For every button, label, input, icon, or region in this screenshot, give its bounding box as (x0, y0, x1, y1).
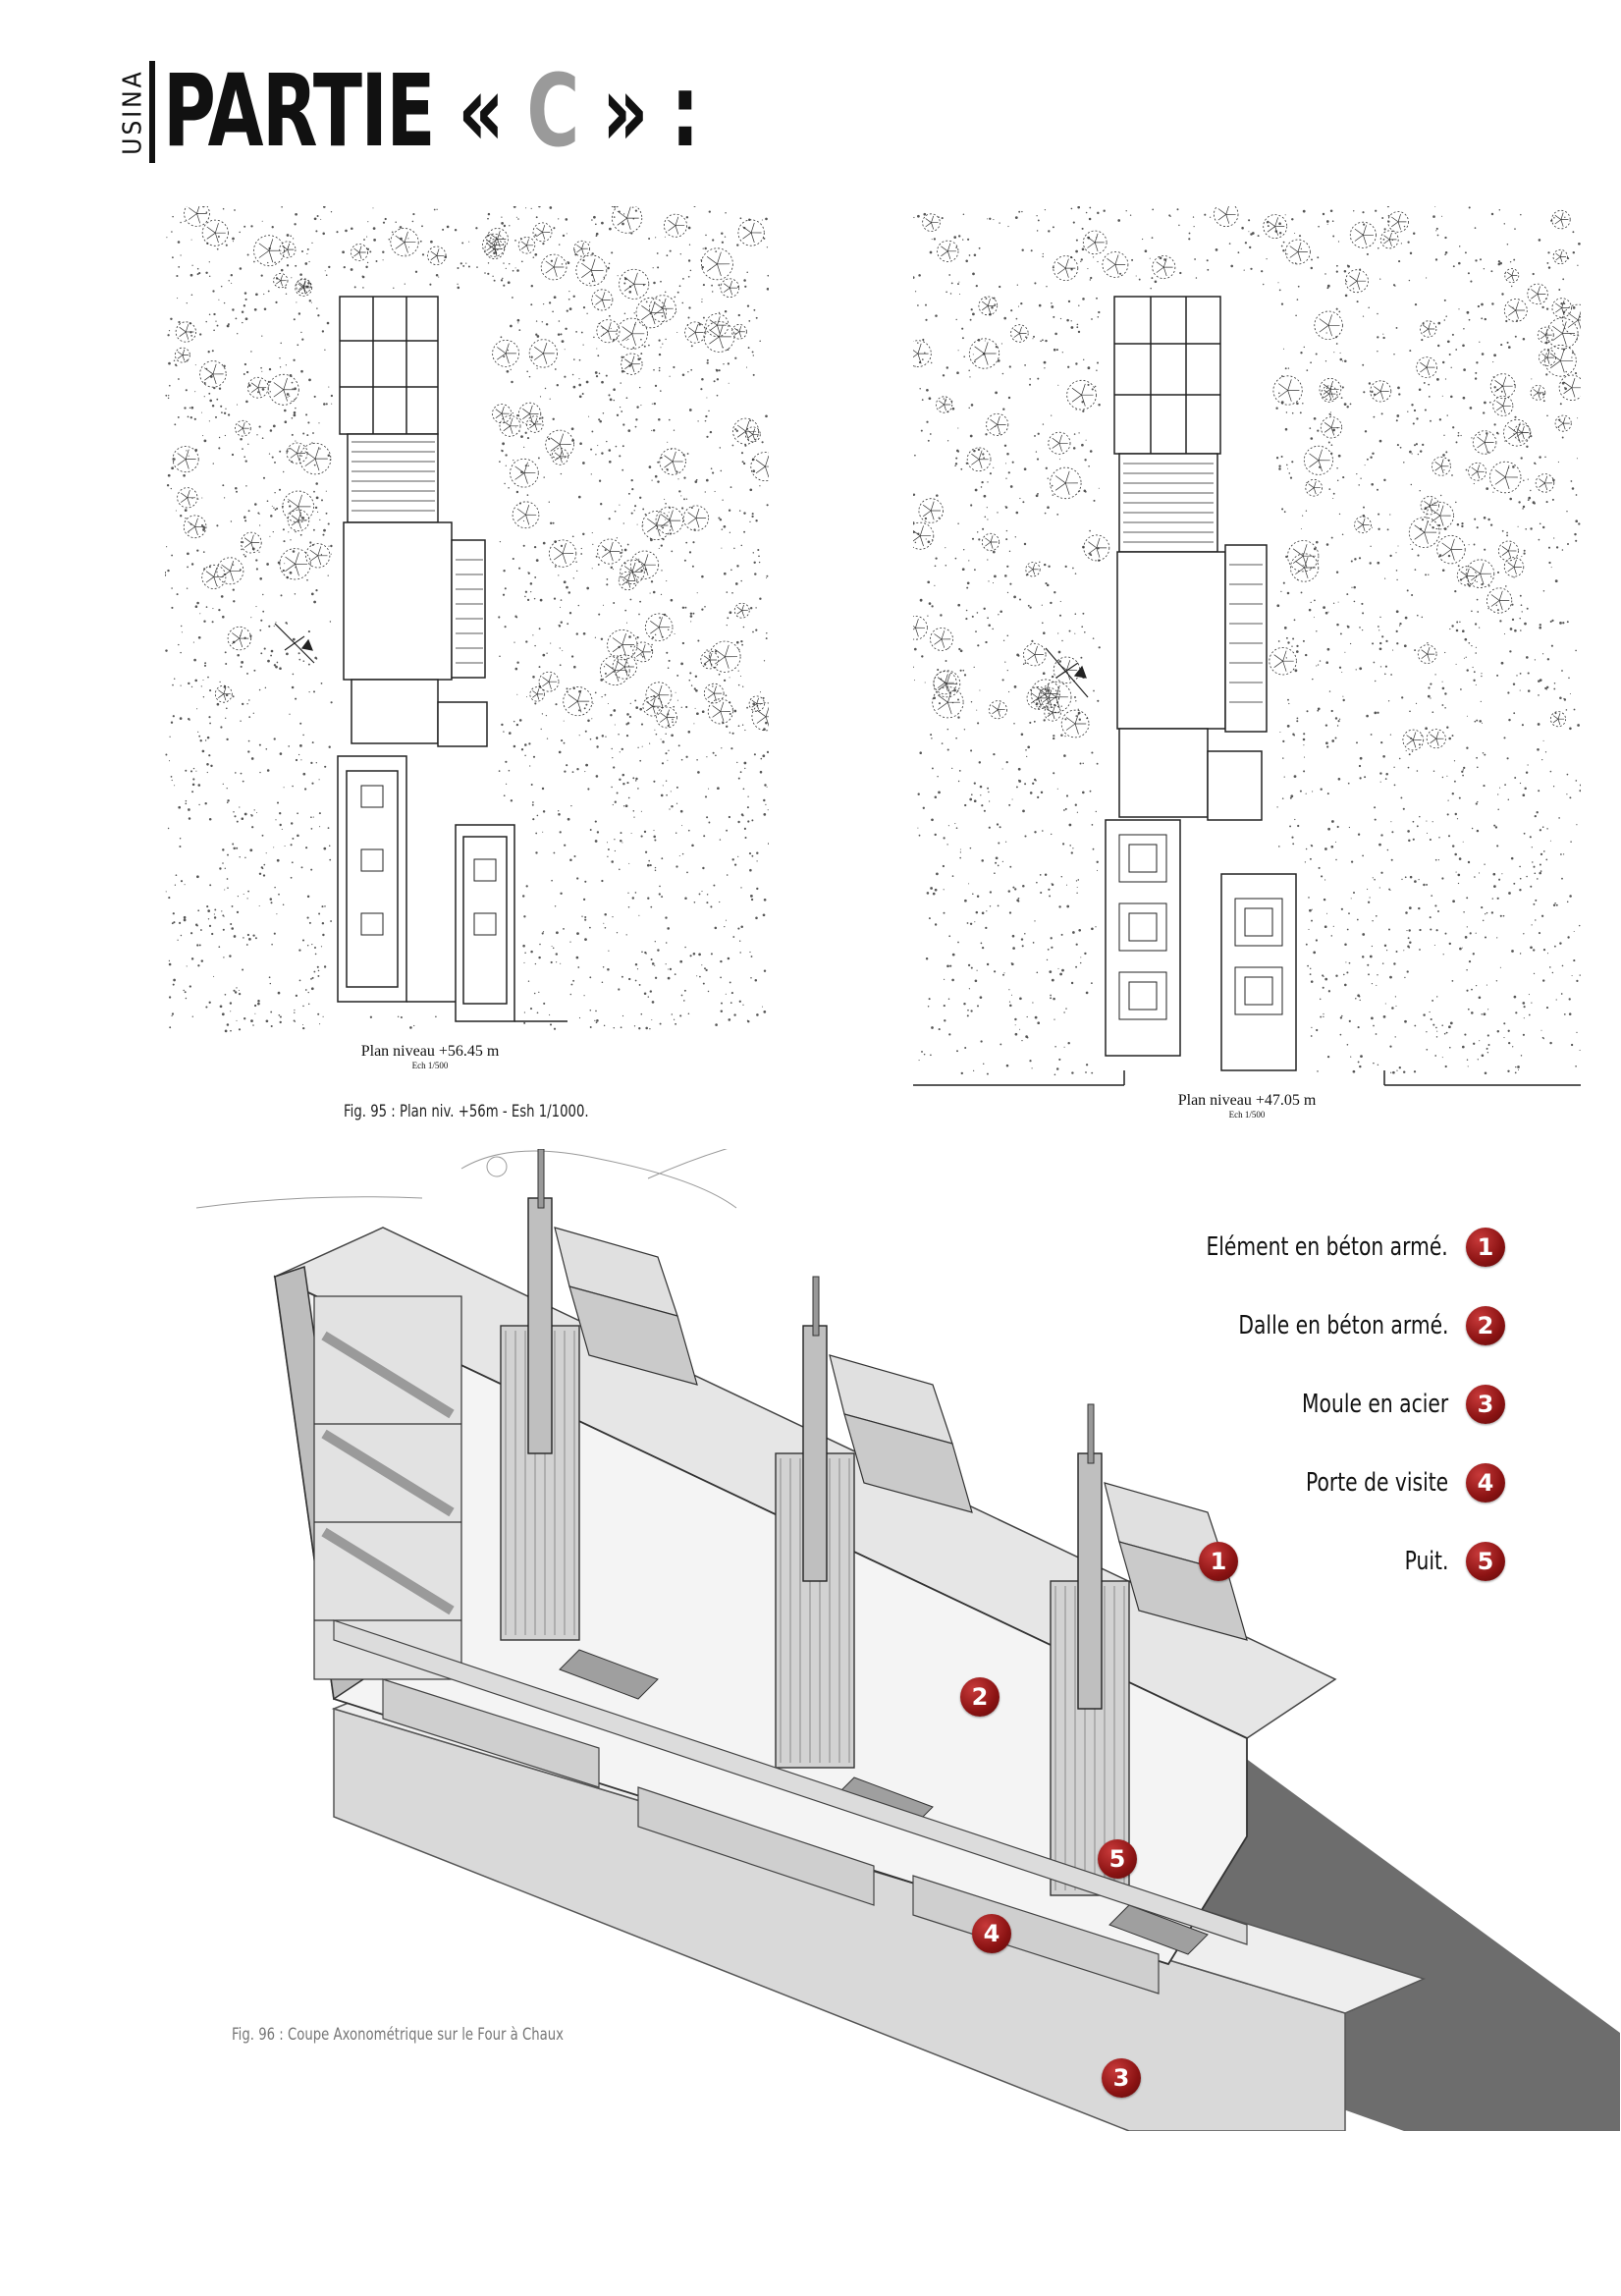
kiln-squares (1118, 834, 1283, 1020)
legend-item-1: Elément en béton armé. 1 (1138, 1228, 1505, 1267)
callout-4: 4 (972, 1914, 1011, 1953)
legend-item-2: Dalle en béton armé. 2 (1179, 1306, 1505, 1345)
legend-badge-2: 2 (1466, 1306, 1505, 1345)
plan-right-label: Plan niveau +47.05 m Ech 1/500 (1177, 1092, 1317, 1120)
legend-badge-5: 5 (1466, 1542, 1505, 1581)
legend-badge-4: 4 (1466, 1463, 1505, 1503)
usina-vertical-label: USINA (118, 61, 155, 163)
page-title: PARTIE « C » : (163, 61, 699, 163)
tree-symbols (172, 206, 769, 732)
plan-left-svg (165, 206, 769, 1033)
plan-left-drawing: Plan niveau +56.45 m Ech 1/500 (165, 206, 769, 1082)
legend-badge-1: 1 (1466, 1228, 1505, 1267)
caption-fig96: Fig. 96 : Coupe Axonométrique sur le Fou… (232, 2025, 565, 2045)
north-arrow (1045, 647, 1089, 698)
tree-symbols (913, 206, 1581, 751)
page-header: USINA PARTIE « C » : (118, 61, 906, 169)
kiln-squares (360, 785, 497, 936)
stair-hatch (1123, 463, 1263, 703)
caption-fig95: Fig. 95 : Plan niv. +56m - Esh 1/1000. (344, 1102, 589, 1121)
plan-left-label: Plan niveau +56.45 m Ech 1/500 (360, 1043, 500, 1070)
legend-item-4: Porte de visite 4 (1266, 1463, 1505, 1503)
stair-hatch (351, 441, 483, 664)
building-footprint (913, 296, 1581, 1086)
context-lines (195, 1128, 816, 1209)
plan-right-drawing: Plan niveau +47.05 m Ech 1/500 (913, 206, 1581, 1124)
plan-right-svg (913, 206, 1581, 1086)
axonometric-svg (195, 1128, 1620, 2132)
kiln-shafts (500, 1148, 1248, 1955)
staircase (313, 1295, 462, 1680)
callout-3: 3 (1102, 2058, 1141, 2098)
axonometric-section-drawing (187, 1128, 1620, 2132)
title-prefix: PARTIE « (163, 53, 505, 170)
callout-1: 1 (1199, 1542, 1238, 1581)
title-letter: C (526, 53, 579, 170)
legend-badge-3: 3 (1466, 1385, 1505, 1424)
north-arrow (274, 623, 315, 664)
lower-floor (333, 1619, 1248, 1995)
building-footprint (337, 296, 567, 1022)
callout-5: 5 (1098, 1839, 1137, 1879)
legend-item-3: Moule en acier 3 (1261, 1385, 1505, 1424)
vegetation-stipple (165, 206, 769, 1033)
legend-item-5: Puit. 5 (1392, 1542, 1505, 1581)
title-suffix: » : (601, 53, 700, 170)
callout-2: 2 (960, 1677, 1000, 1717)
